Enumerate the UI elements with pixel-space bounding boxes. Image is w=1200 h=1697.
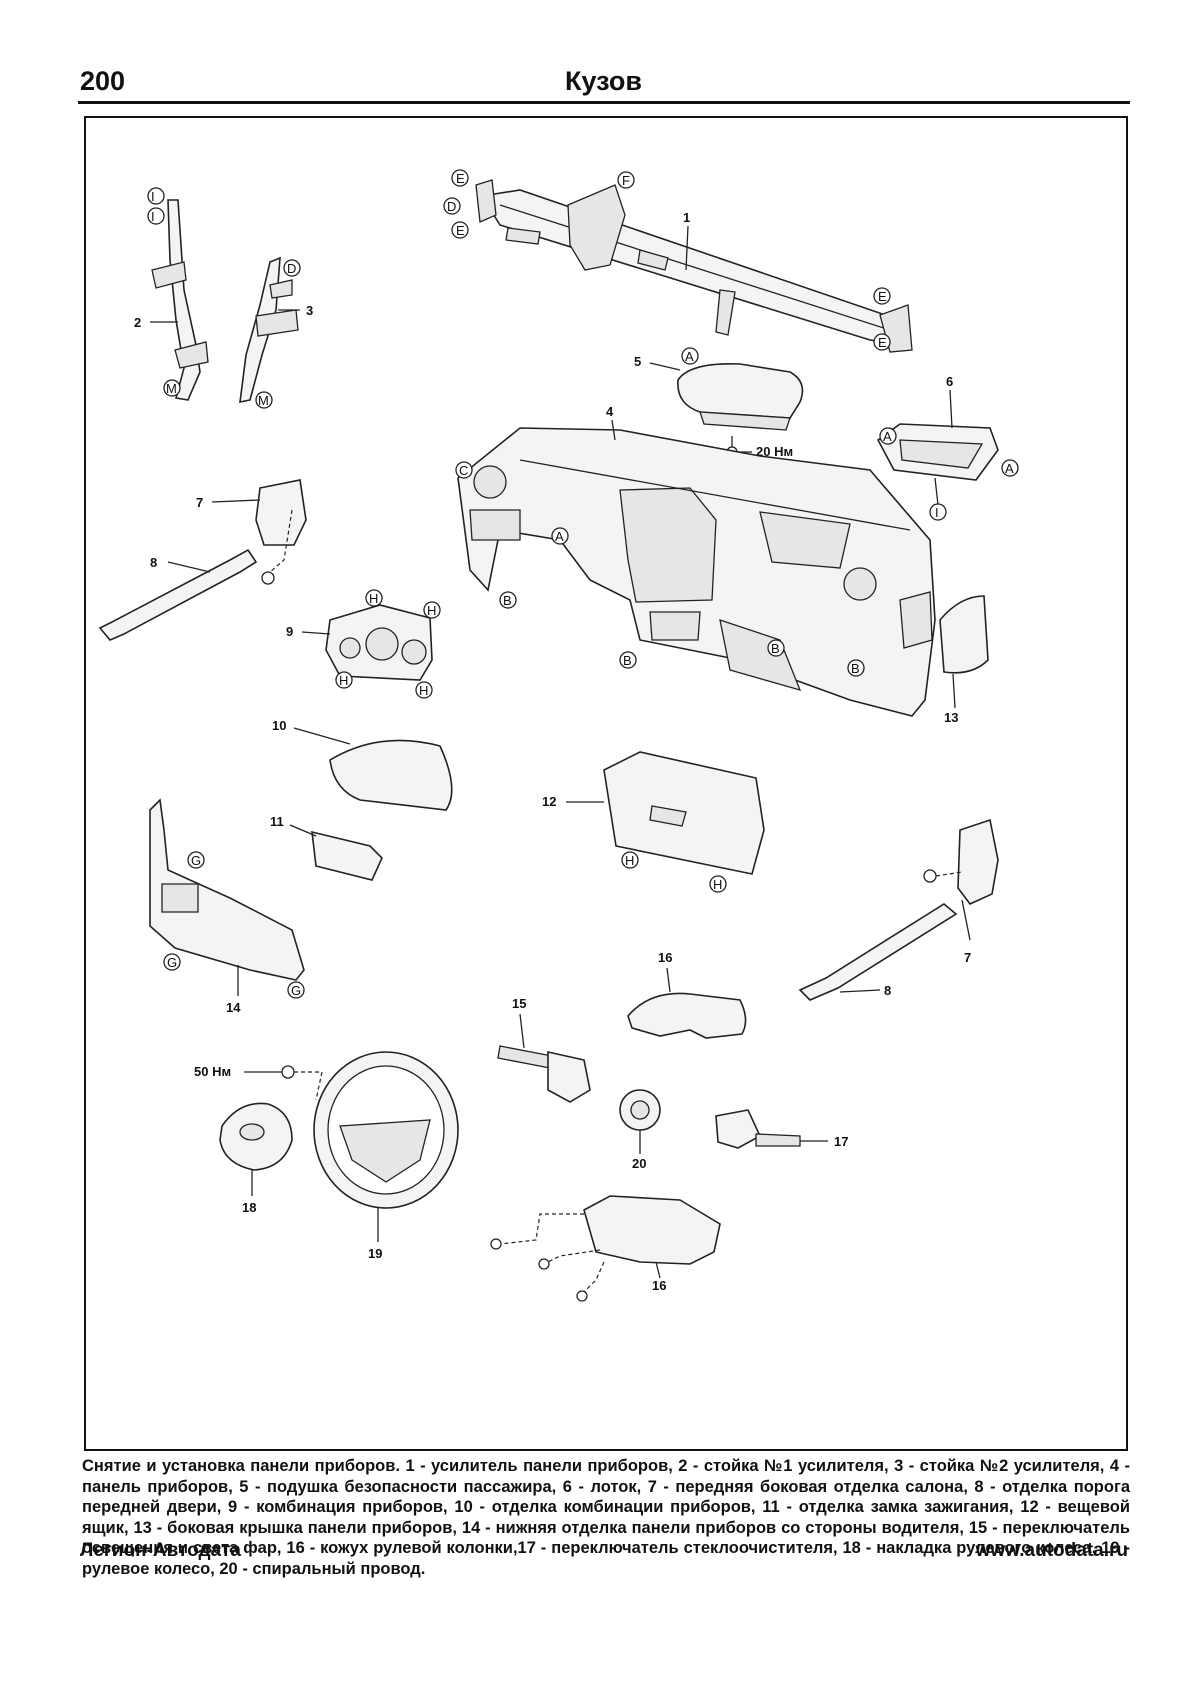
svg-text:G: G [167, 955, 177, 970]
callout-13: 13 [944, 710, 958, 725]
svg-text:G: G [191, 853, 201, 868]
svg-text:I: I [151, 189, 155, 204]
footer-publisher: Легион-Автодата [80, 1540, 241, 1561]
svg-text:E: E [456, 171, 465, 186]
callout-11: 11 [270, 814, 284, 829]
part-6-tray [876, 423, 999, 506]
svg-text:H: H [625, 853, 634, 868]
part-4-instrument-panel [457, 427, 936, 717]
part-11-ignition-trim [311, 830, 383, 881]
callout-16-lower: 16 [652, 1278, 666, 1293]
part-16-column-cover-lower [583, 1195, 721, 1265]
part-17-wiper-switch [715, 1109, 801, 1149]
svg-text:M: M [258, 393, 269, 408]
svg-text:F: F [622, 173, 630, 188]
svg-text:D: D [287, 261, 296, 276]
callout-19: 19 [368, 1246, 382, 1261]
page-number: 200 [80, 66, 126, 96]
torque-20nm: 20 Нм [756, 444, 793, 459]
callout-17: 17 [834, 1134, 848, 1149]
callout-8-right: 8 [884, 983, 891, 998]
header-rule [78, 101, 1130, 104]
svg-text:H: H [339, 673, 348, 688]
part-7-side-trim-right [957, 818, 999, 905]
part-8-sill-trim-left [98, 548, 258, 641]
callout-9: 9 [286, 624, 293, 639]
part-5-airbag [677, 363, 804, 448]
svg-text:C: C [459, 463, 468, 478]
callout-1: 1 [683, 210, 690, 225]
callout-6: 6 [946, 374, 953, 389]
svg-text:M: M [166, 381, 177, 396]
diagram-svg: 1 2 3 5 20 Нм [98, 169, 1019, 1302]
part-19-steering-wheel [313, 1051, 459, 1209]
part-2-brace-1 [151, 199, 209, 401]
footer-website[interactable]: www.autodata.ru [975, 1540, 1128, 1561]
callout-14: 14 [226, 1000, 241, 1015]
callout-5: 5 [634, 354, 641, 369]
callout-12: 12 [542, 794, 556, 809]
callout-15: 15 [512, 996, 526, 1011]
part-13-side-cover [939, 595, 989, 674]
svg-text:B: B [623, 653, 632, 668]
callout-16-upper: 16 [658, 950, 672, 965]
torque-50nm: 50 Нм [194, 1064, 231, 1079]
svg-text:H: H [369, 591, 378, 606]
callout-4: 4 [606, 404, 614, 419]
svg-text:G: G [291, 983, 301, 998]
part-3-brace-2 [239, 256, 299, 404]
callout-8-left: 8 [150, 555, 157, 570]
section-title: Кузов [565, 66, 642, 96]
callout-10: 10 [272, 718, 286, 733]
callout-7-left: 7 [196, 495, 203, 510]
svg-text:H: H [713, 877, 722, 892]
svg-text:H: H [427, 603, 436, 618]
callout-3: 3 [306, 303, 313, 318]
callout-20: 20 [632, 1156, 646, 1171]
svg-text:I: I [151, 209, 155, 224]
part-7-side-trim-left [255, 479, 307, 546]
part-20-spiral-cable [619, 1089, 661, 1131]
svg-text:E: E [878, 289, 887, 304]
callout-18: 18 [242, 1200, 256, 1215]
part-10-meter-trim [329, 739, 453, 811]
svg-text:A: A [555, 529, 564, 544]
svg-text:A: A [883, 429, 892, 444]
part-9-combination-meter [325, 604, 433, 681]
part-8-sill-trim-right [798, 903, 958, 1001]
callout-7-right: 7 [964, 950, 971, 965]
svg-text:E: E [456, 223, 465, 238]
part-15-light-switch [497, 1045, 591, 1103]
part-1-reinforcement [475, 179, 913, 353]
svg-text:D: D [447, 199, 456, 214]
svg-text:B: B [503, 593, 512, 608]
svg-text:A: A [685, 349, 694, 364]
svg-text:I: I [935, 505, 939, 520]
svg-text:H: H [419, 683, 428, 698]
svg-text:A: A [1005, 461, 1014, 476]
svg-text:B: B [771, 641, 780, 656]
exploded-diagram: 1 2 3 5 20 Нм [84, 116, 1128, 1451]
callout-2: 2 [134, 315, 141, 330]
connection-markers: I I M M D E D E F E E A A A A C I B B B … [147, 169, 1019, 999]
part-12-glove-box [603, 751, 765, 875]
part-18-wheel-pad [219, 1102, 293, 1171]
svg-text:E: E [878, 335, 887, 350]
nut-icon [281, 1065, 295, 1079]
figure-caption: Снятие и установка панели приборов. 1 - … [82, 1457, 1130, 1578]
part-14-lower-panel [149, 798, 305, 981]
part-16-column-cover-upper [627, 992, 747, 1039]
svg-text:B: B [851, 661, 860, 676]
